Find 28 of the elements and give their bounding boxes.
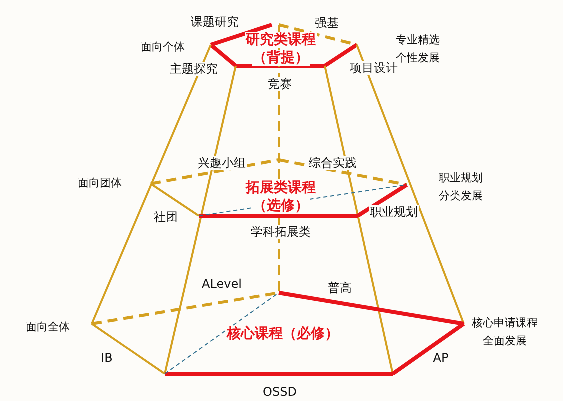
goal-label: 分类发展 [438,190,484,202]
course-label: 主题探究 [169,62,219,76]
course-label: 课题研究 [190,15,240,29]
course-label: 兴趣小组 [197,156,247,170]
course-label: 项目设计 [349,61,399,75]
audience-label: 面向团体 [77,176,123,190]
layer-subtitle: （背提） [252,50,310,66]
course-label: 学科拓展类 [250,225,312,239]
audience-label: 面向全体 [25,320,71,334]
layer-subtitle: （选修） [252,198,310,214]
course-label: 综合实践 [308,156,358,170]
audience-label: 面向个体 [140,40,186,54]
course-label: 竞赛 [267,77,293,91]
course-label: ALevel [201,277,243,291]
goal-label: 专业精选 [395,34,441,46]
goal-label: 个性发展 [395,52,441,64]
course-label: 强基 [314,16,340,30]
layer-title: 研究类课程 [245,32,317,48]
course-label: AP [432,351,450,365]
course-label: 职业规划 [369,205,419,219]
course-label: IB [100,351,114,365]
course-label: 社团 [153,210,179,224]
course-label: 普高 [327,281,353,295]
layer-title: 拓展类课程 [245,180,317,196]
goal-label: 核心申请课程 [471,316,539,330]
course-label: OSSD [262,385,298,399]
goal-label: 全面发展 [482,334,528,348]
goal-label: 职业规划 [438,172,484,184]
